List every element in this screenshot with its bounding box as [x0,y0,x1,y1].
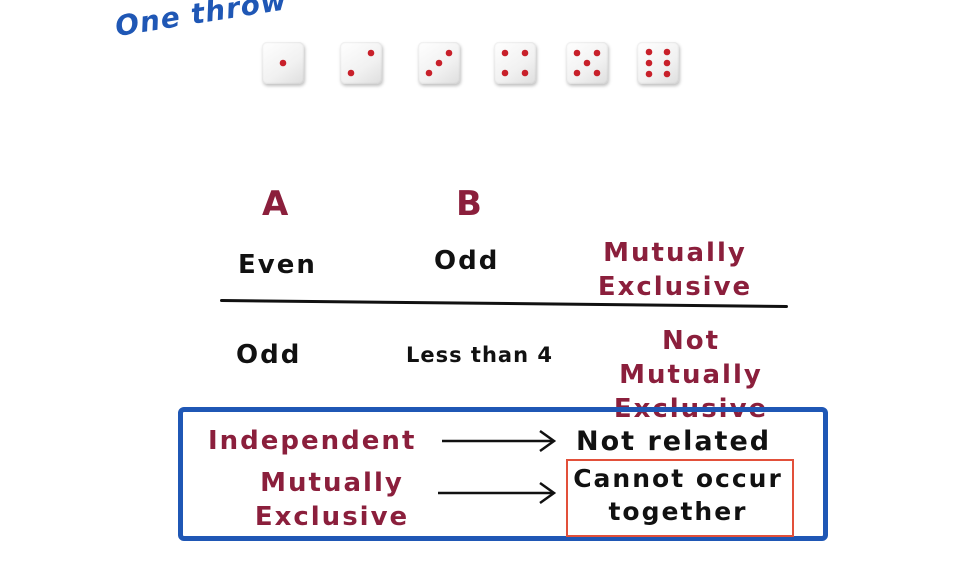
page-title: One throw [112,0,290,44]
highlight-box [566,459,794,537]
term-independent: Independent [208,426,417,456]
row1-relation: Mutually Exclusive [590,236,760,304]
arrow-right-icon [442,429,557,453]
die-face-4-icon [494,42,536,84]
meaning-line1: Cannot occur [573,464,783,493]
term-mutually-exclusive: Mutually Exclusive [252,466,412,534]
row1-relation-line2: Exclusive [597,272,753,302]
die-face-1-icon [262,42,304,84]
row2-relation-line1: Not Mutually [619,326,763,390]
die-face-2-icon [340,42,382,84]
die-face-6-icon [637,42,679,84]
definitions-box [178,407,828,541]
arrow-right-icon [438,481,557,505]
meaning-line2: together [608,497,748,526]
row1-event-b: Odd [434,246,500,276]
row1-event-a: Even [238,250,317,280]
term-line2: Exclusive [254,502,410,532]
row1-relation-line1: Mutually [603,238,747,268]
meaning-cannot-occur-together: Cannot occur together [566,462,790,528]
row2-event-b: Less than 4 [406,343,553,367]
die-face-5-icon [566,42,608,84]
column-header-a: A [262,184,289,224]
term-line1: Mutually [260,468,404,498]
row2-event-a: Odd [236,340,302,370]
column-header-b: B [456,184,482,224]
meaning-not-related: Not related [576,426,772,457]
die-face-3-icon [418,42,460,84]
